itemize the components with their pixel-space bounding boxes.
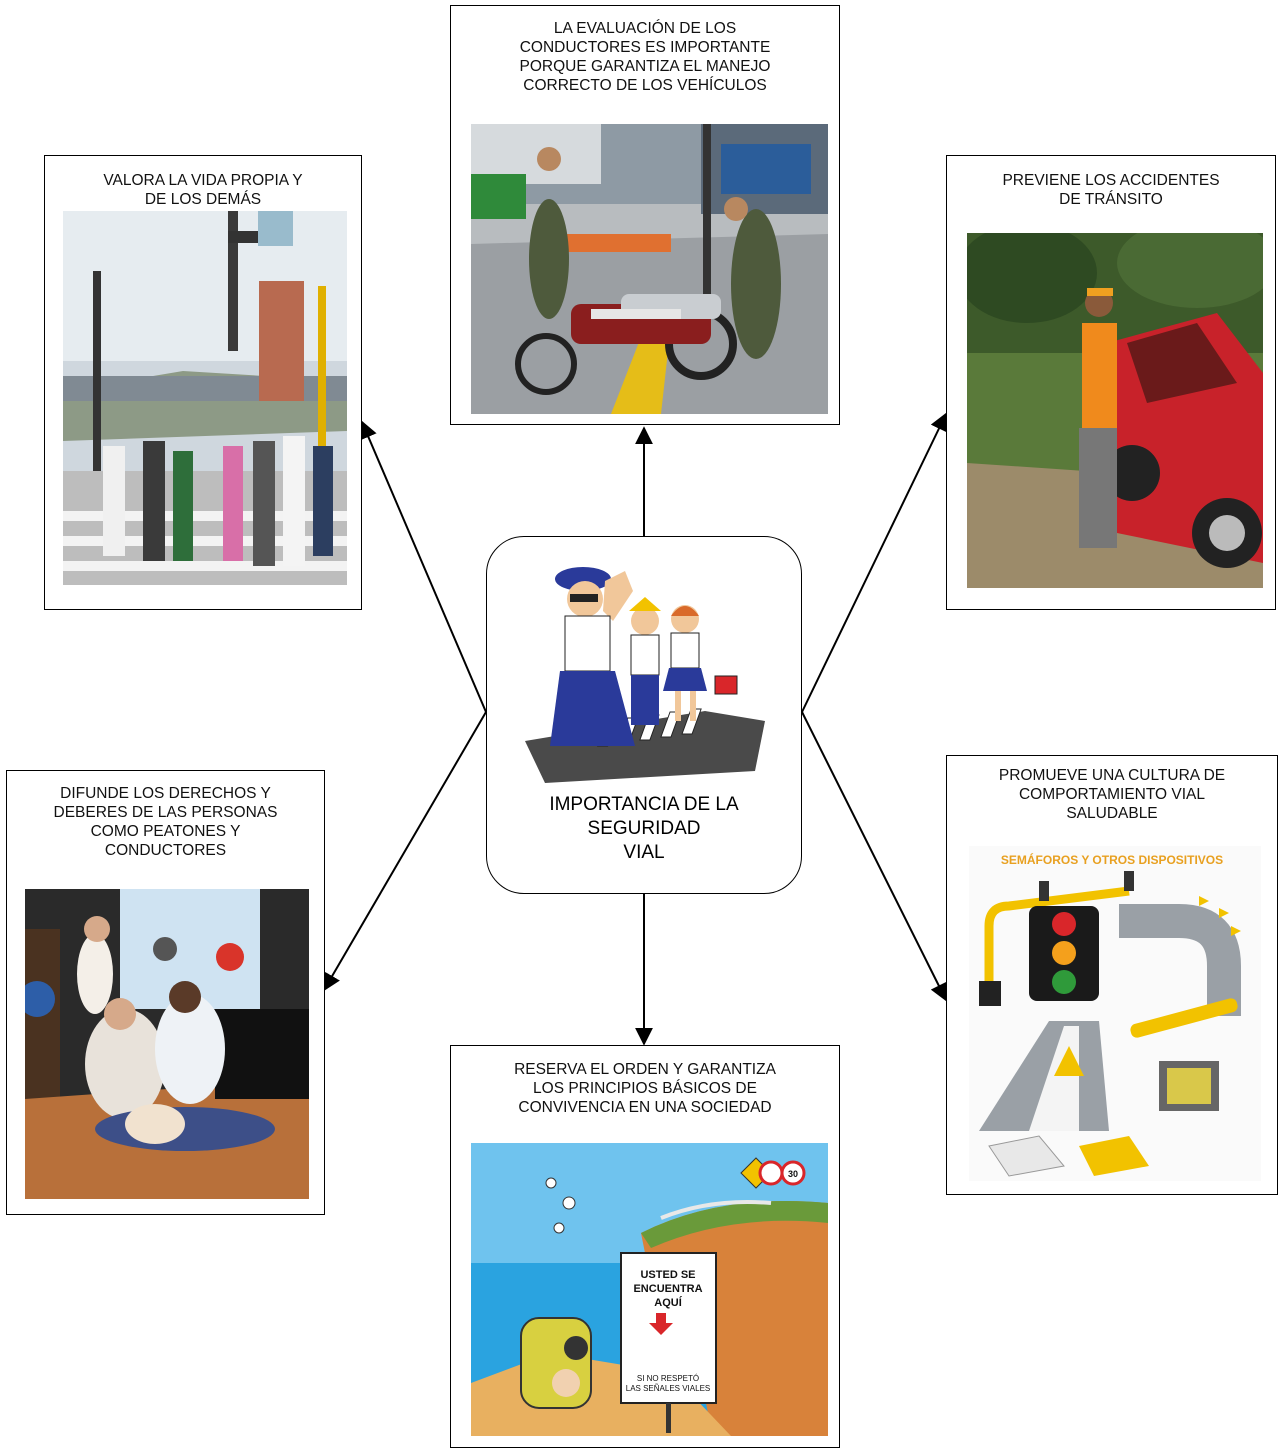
cartoon-cliff: 30 USTED SE ENCUENTRA AQUÍ SI NO RESPETÓ… xyxy=(471,1143,828,1436)
caption-culture: PROMUEVE UNA CULTURA DE COMPORTAMIENTO V… xyxy=(998,767,1226,822)
arrow-to-top-right xyxy=(801,412,948,713)
box-order: RESERVA EL ORDEN Y GARANTIZA LOS PRINCIP… xyxy=(450,1045,840,1448)
caption-value-life: VALORA LA VIDA PROPIA Y DE LOS DEMÁS xyxy=(103,172,303,208)
central-topic: IMPORTANCIA DE LA SEGURIDAD VIAL xyxy=(486,536,802,894)
photo-motorcycle-accident xyxy=(471,124,828,414)
sign-you-are-here: USTED SE xyxy=(640,1269,695,1281)
box-rights-duties: DIFUNDE LOS DERECHOS Y DEBERES DE LAS PE… xyxy=(6,770,325,1215)
illustration-traffic-police xyxy=(525,561,765,783)
svg-text:SI NO RESPETÓ: SI NO RESPETÓ xyxy=(637,1374,699,1383)
poster-title: SEMÁFOROS Y OTROS DISPOSITIVOS xyxy=(1001,852,1223,867)
caption-driver-evaluation: LA EVALUACIÓN DE LOS CONDUCTORES ES IMPO… xyxy=(519,20,771,94)
central-title: IMPORTANCIA DE LA SEGURIDAD VIAL xyxy=(549,794,739,863)
svg-text:ENCUENTRA: ENCUENTRA xyxy=(633,1283,702,1295)
arrow-to-bottom-left xyxy=(323,711,487,992)
caption-rights-duties: DIFUNDE LOS DERECHOS Y DEBERES DE LAS PE… xyxy=(53,785,278,859)
box-driver-evaluation: LA EVALUACIÓN DE LOS CONDUCTORES ES IMPO… xyxy=(450,5,840,425)
photo-pedestrians xyxy=(63,211,347,585)
speed-sign: 30 xyxy=(788,1169,798,1179)
svg-text:LAS SEÑALES VIALES: LAS SEÑALES VIALES xyxy=(626,1384,711,1393)
box-prevent-accidents: PREVIENE LOS ACCIDENTES DE TRÁNSITO xyxy=(946,155,1276,610)
photo-wrecked-car xyxy=(967,233,1263,588)
photo-cpr-training xyxy=(25,889,309,1199)
caption-prevent-accidents: PREVIENE LOS ACCIDENTES DE TRÁNSITO xyxy=(1002,172,1220,208)
arrow-to-bottom-right xyxy=(801,711,947,1002)
arrow-to-top-left xyxy=(360,420,487,713)
caption-order: RESERVA EL ORDEN Y GARANTIZA LOS PRINCIP… xyxy=(514,1061,776,1116)
svg-text:AQUÍ: AQUÍ xyxy=(654,1296,682,1309)
box-value-life: VALORA LA VIDA PROPIA Y DE LOS DEMÁS xyxy=(44,155,362,610)
poster-traffic-devices: SEMÁFOROS Y OTROS DISPOSITIVOS xyxy=(969,846,1261,1181)
box-culture: PROMUEVE UNA CULTURA DE COMPORTAMIENTO V… xyxy=(946,755,1278,1195)
